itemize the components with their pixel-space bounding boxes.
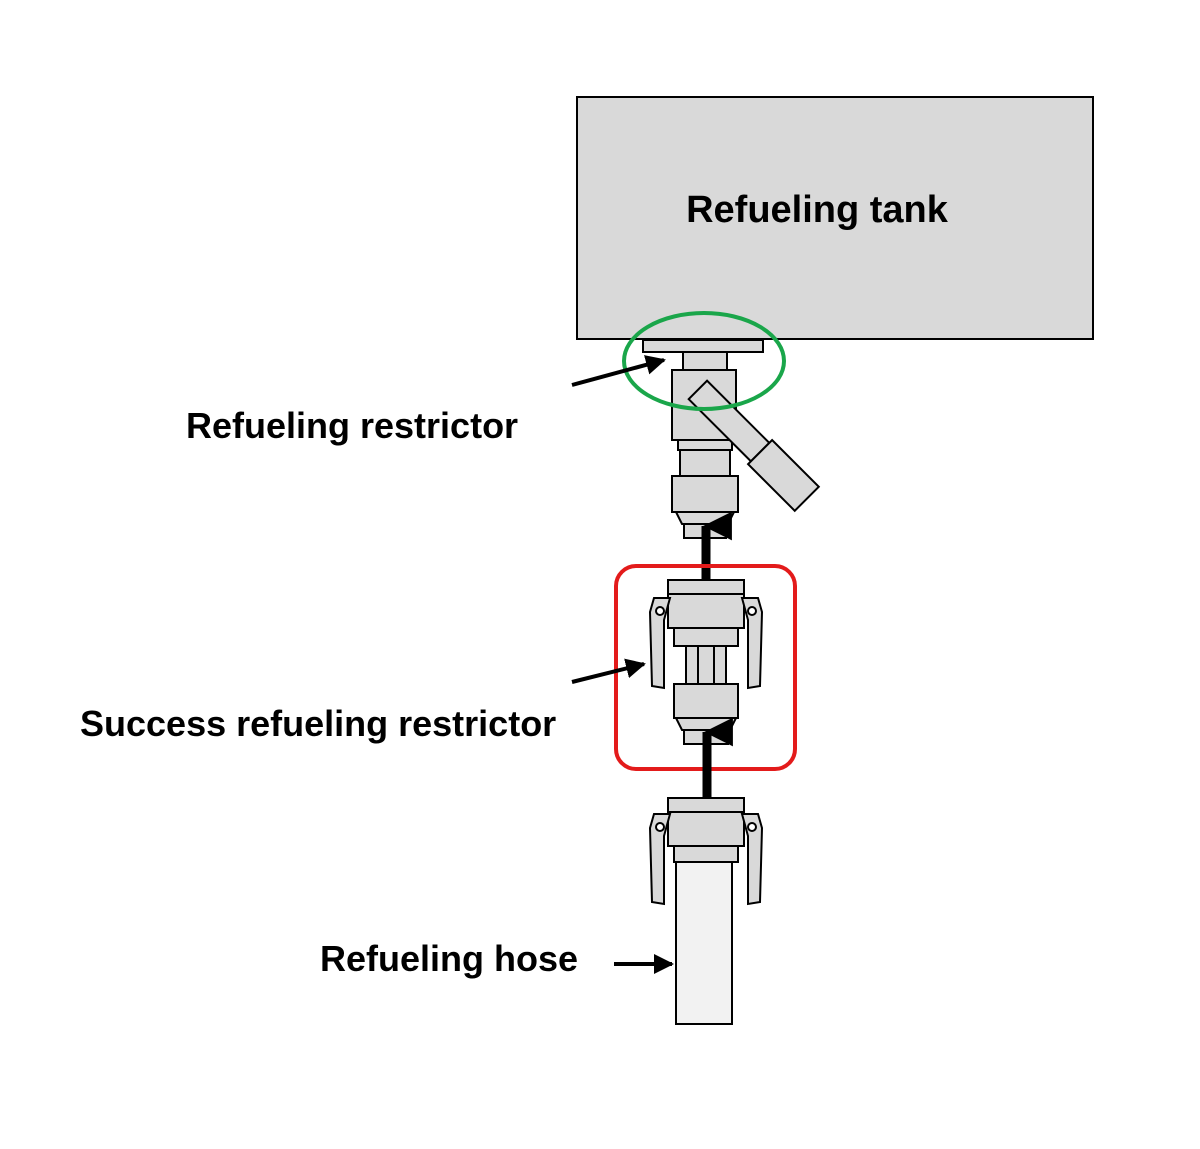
- hose-coupler-body: [667, 811, 745, 847]
- sr-top-cap: [667, 579, 745, 595]
- refueling-hose: [648, 797, 764, 1025]
- sr-taper: [674, 717, 738, 731]
- coupling-taper: [674, 511, 736, 525]
- flange-plate: [642, 339, 764, 353]
- hose-pin-right: [747, 822, 757, 832]
- sr-coupler: [667, 593, 745, 629]
- hose-tube: [675, 859, 733, 1025]
- sr-collar: [673, 627, 739, 647]
- sr-cam-lever-left: [648, 597, 672, 690]
- sr-pin-right: [747, 606, 757, 616]
- hose-cam-lever-left: [648, 813, 672, 906]
- refueling-restrictor-assembly: [642, 339, 821, 539]
- hose-coupler: [648, 797, 764, 906]
- success-restrictor-label: Success refueling restrictor: [80, 703, 556, 744]
- hose-label: Refueling hose: [320, 938, 578, 979]
- restrictor-pointer-arrow: [571, 355, 666, 387]
- sr-pin-left: [655, 606, 665, 616]
- sr-core: [685, 645, 727, 685]
- restrictor-highlight-ellipse: [622, 311, 786, 411]
- hose-coupler-collar: [673, 845, 739, 863]
- refueling-tank: Refueling tank: [576, 96, 1094, 340]
- sr-lower-body: [673, 683, 739, 719]
- hose-coupler-cap: [667, 797, 745, 813]
- flange-neck: [682, 351, 728, 371]
- sr-cam-lever-right: [740, 597, 764, 690]
- hose-pin-left: [655, 822, 665, 832]
- success-restrictor: [648, 579, 764, 745]
- hose-cam-lever-right: [740, 813, 764, 906]
- restrictor-label: Refueling restrictor: [186, 405, 518, 446]
- coupling-upper: [679, 449, 731, 477]
- success-restrictor-pointer-arrow: [571, 658, 646, 684]
- coupling-body: [671, 475, 739, 513]
- tank-body: [576, 96, 1094, 340]
- valve-handle: [687, 379, 821, 513]
- tank-label: Refueling tank: [686, 189, 949, 231]
- valve-ring: [677, 439, 733, 451]
